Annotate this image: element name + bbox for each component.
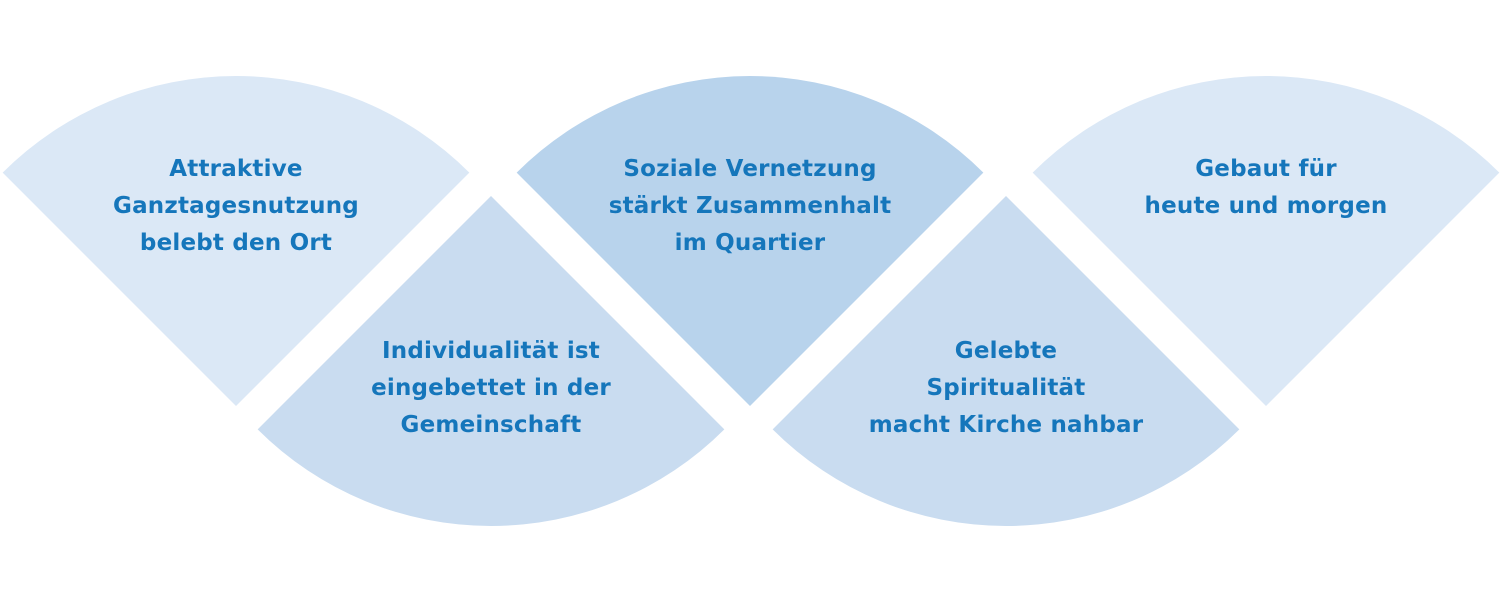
fan-wedge-attraktive-ganztagesnutzung: [2, 76, 470, 407]
fan-label-line: eingebettet in der: [371, 375, 611, 401]
fan-label-line: macht Kirche nahbar: [869, 412, 1144, 438]
fan-wedge-soziale-vernetzung: [516, 76, 984, 407]
fan-label-line: Attraktive: [169, 156, 302, 182]
fan-label-line: im Quartier: [675, 230, 826, 256]
fan-wedge-individualitaet: [257, 196, 725, 526]
fan-label-line: Ganztagesnutzung: [113, 193, 359, 219]
fan-label-line: Gebaut für: [1195, 156, 1337, 182]
fan-label-line: Gemeinschaft: [401, 412, 582, 438]
fan-label-line: heute und morgen: [1145, 193, 1388, 219]
fan-label-line: stärkt Zusammenhalt: [609, 193, 892, 219]
fan-label-line: Individualität ist: [382, 338, 600, 364]
fan-label-line: Soziale Vernetzung: [623, 156, 876, 182]
fan-segment-soziale-vernetzung: Soziale Vernetzung stärkt Zusammenhalt im …: [516, 76, 984, 407]
fan-label-line: Spiritualität: [927, 375, 1086, 401]
fan-label-line: belebt den Ort: [140, 230, 332, 256]
fan-segment-gebaut-fuer-heute: Gebaut für heute und morgen: [1032, 76, 1500, 407]
fan-label-gebaut-fuer-heute: Gebaut für heute und morgen: [1145, 156, 1388, 219]
fan-wedge-gelebte-spiritualitaet: [772, 196, 1240, 526]
fan-label-line: Gelebte: [955, 338, 1057, 364]
fan-wedge-gebaut-fuer-heute: [1032, 76, 1500, 407]
fan-label-soziale-vernetzung: Soziale Vernetzung stärkt Zusammenhalt im …: [609, 156, 892, 256]
